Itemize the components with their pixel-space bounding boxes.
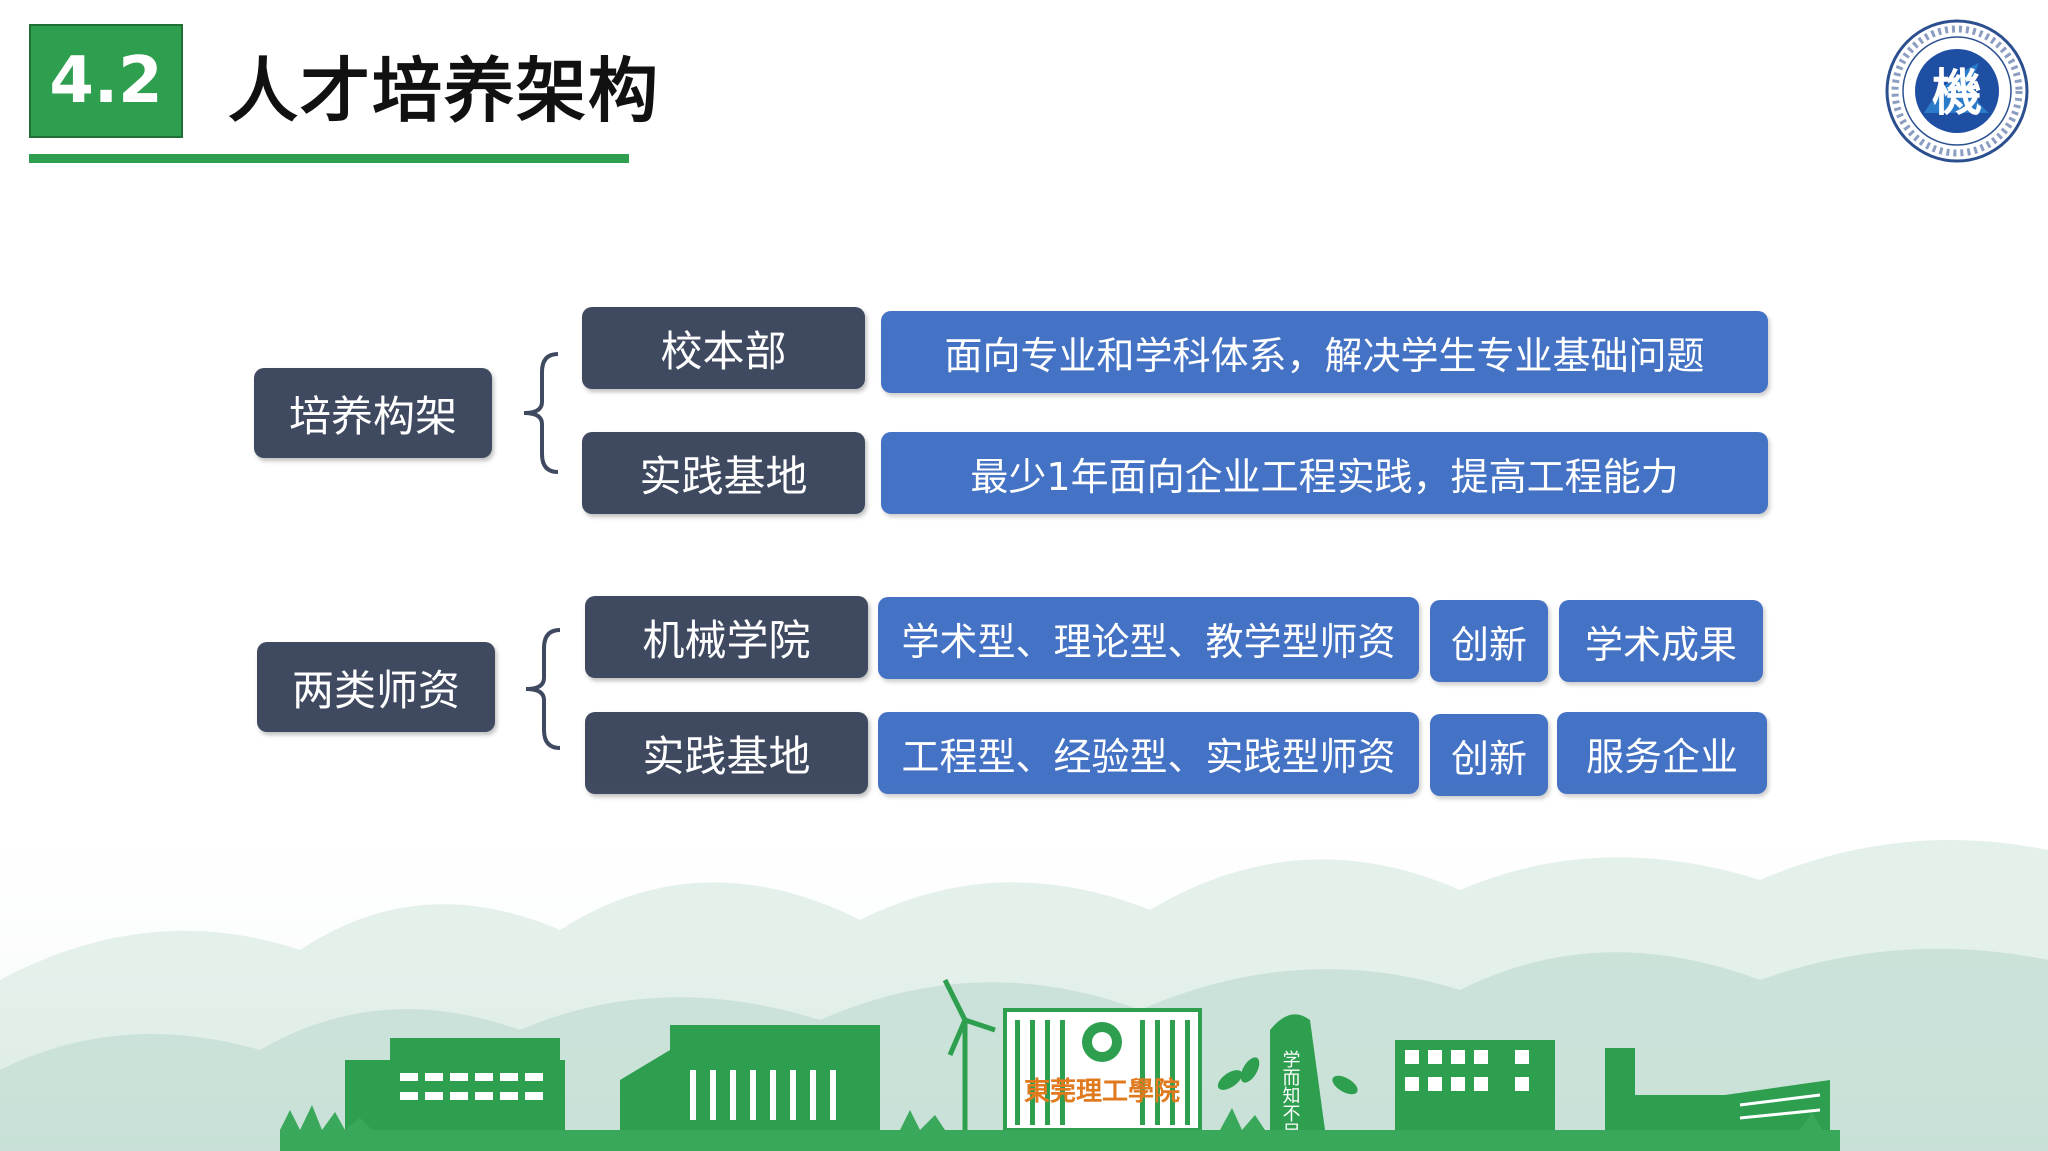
inscription-stone: 学而知不足 xyxy=(1270,1014,1325,1140)
campus-gate: 東莞理工學院 xyxy=(1003,1008,1202,1132)
row-label-mechanical-school: 机械学院 xyxy=(585,596,868,678)
stone-text: 学而知不足 xyxy=(1280,1050,1301,1140)
emblem-text: 機 xyxy=(1932,63,1982,122)
brace-icon xyxy=(525,628,561,750)
wind-turbine-icon xyxy=(942,978,996,1130)
brace-icon xyxy=(523,352,559,474)
page-title: 人才培养架构 xyxy=(228,49,660,132)
group-label-two-faculty-types: 两类师资 xyxy=(257,642,495,732)
building-library xyxy=(620,1025,880,1130)
row-label-practice-base: 实践基地 xyxy=(582,432,865,514)
row-description-main-campus: 面向专业和学科体系，解决学生专业基础问题 xyxy=(881,311,1768,393)
row-description-practice-base: 最少1年面向企业工程实践，提高工程能力 xyxy=(881,432,1768,514)
campus-scenery: 東莞理工學院 学而知不足 xyxy=(0,780,2048,1151)
school-emblem-icon: 機 xyxy=(1885,19,2029,163)
section-number: 4.2 xyxy=(49,44,163,118)
gate-text: 東莞理工學院 xyxy=(1024,1076,1180,1107)
section-number-badge: 4.2 xyxy=(29,24,183,138)
group-label-training-framework: 培养构架 xyxy=(254,368,492,458)
building-left xyxy=(345,1038,565,1130)
building-right xyxy=(1395,1040,1830,1130)
leaf-icon xyxy=(1217,1057,1358,1095)
row-description-academic-faculty: 学术型、理论型、教学型师资 xyxy=(878,597,1419,679)
outcome-academic-results: 学术成果 xyxy=(1559,600,1763,682)
tag-innovation: 创新 xyxy=(1430,600,1548,682)
row-label-main-campus: 校本部 xyxy=(582,307,865,389)
title-underline xyxy=(29,154,629,163)
